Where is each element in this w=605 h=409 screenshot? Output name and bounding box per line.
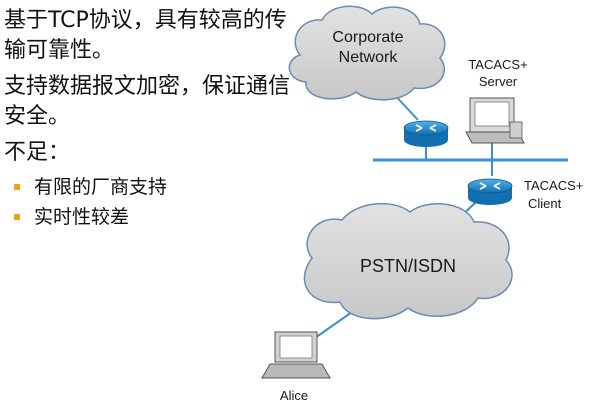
text-panel: 基于TCP协议，具有较高的传输可靠性。 支持数据报文加密，保证通信安全。 不足：… [4,6,294,232]
client-label-2: Client [528,196,562,211]
list-item-text: 有限的厂商支持 [34,176,168,198]
list-item-text: 实时性较差 [34,206,130,228]
router-icon [403,120,449,147]
corporate-network-cloud: Corporate Network [288,5,446,101]
list-item: 有限的厂商支持 [4,172,294,202]
pstn-cloud: PSTN/ISDN [303,202,513,320]
router-icon [467,178,513,205]
corporate-network-label-2: Network [339,49,399,66]
paragraph-encryption: 支持数据报文加密，保证通信安全。 [4,74,291,129]
server-icon [465,97,525,144]
laptop-icon [261,331,331,379]
link-pstn-alice [311,311,353,341]
shortcoming-label: 不足： [4,140,71,165]
bullet-icon [14,214,20,220]
list-item: 实时性较差 [4,202,294,232]
server-label-2: Server [479,74,518,89]
alice-label: Alice [280,388,308,403]
server-label-1: TACACS+ [468,57,527,72]
bullet-icon [14,184,20,190]
pstn-label: PSTN/ISDN [360,256,456,276]
corporate-network-label-1: Corporate [332,29,403,46]
paragraph-reliability: 基于TCP协议，具有较高的传输可靠性。 [4,8,287,63]
client-label-1: TACACS+ [524,178,583,193]
shortcoming-list: 有限的厂商支持 实时性较差 [4,172,294,232]
